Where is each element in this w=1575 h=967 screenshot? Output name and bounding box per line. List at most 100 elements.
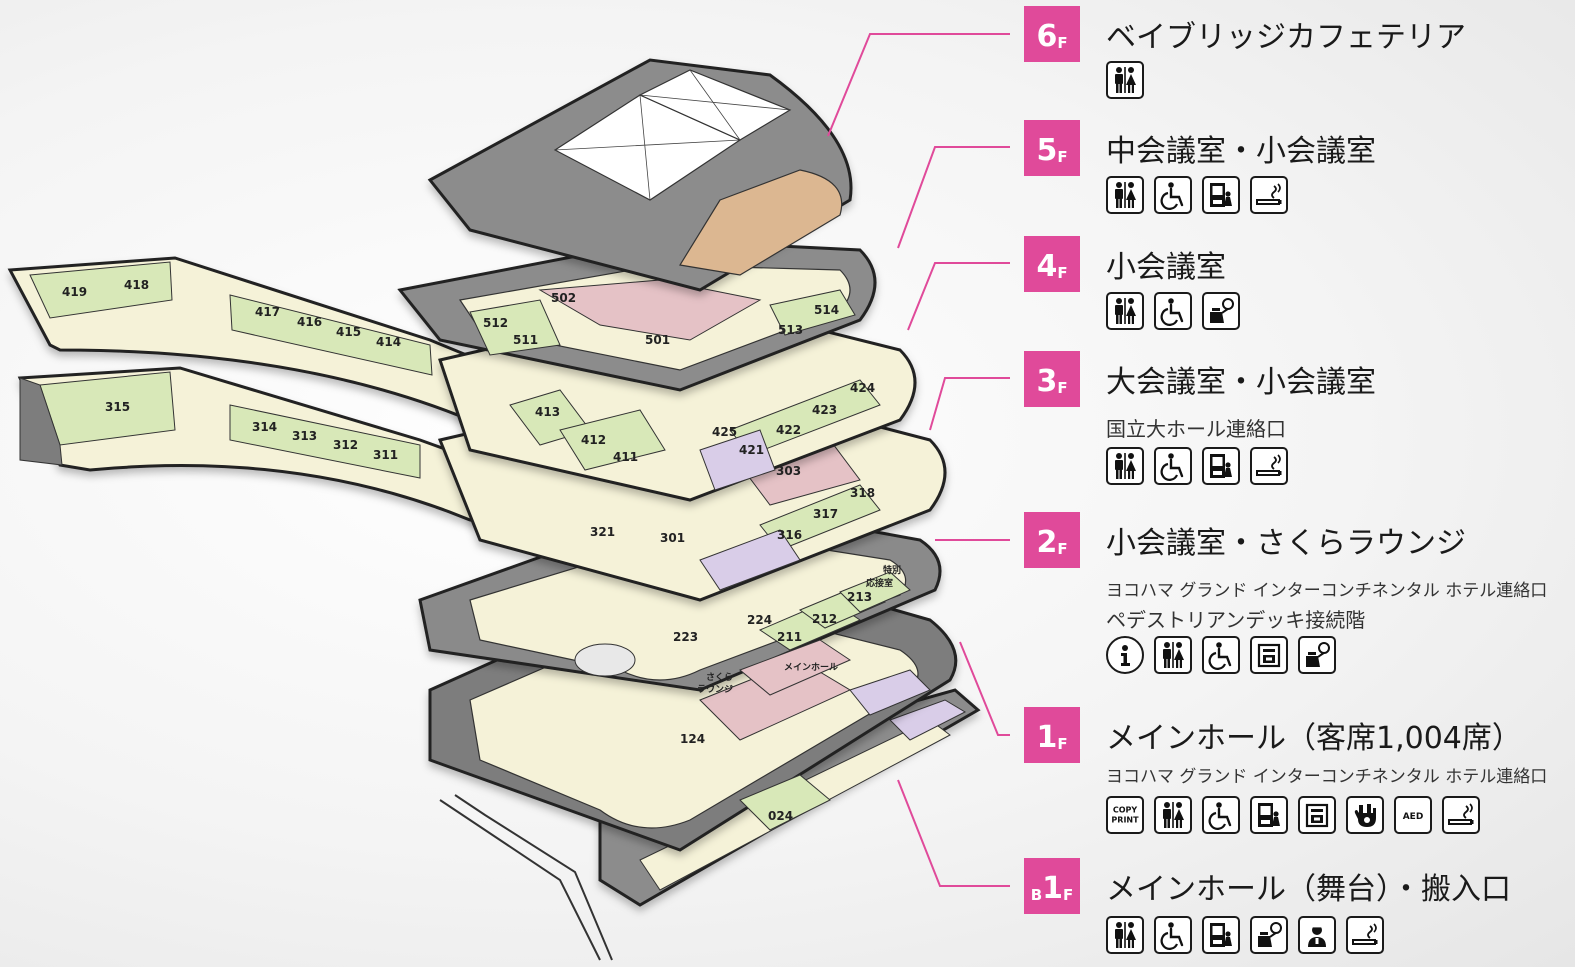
ostomate-icon [1202,292,1240,330]
floor-subtitle: ペデストリアンデッキ接続階 [1106,608,1366,632]
restroom-icon [1106,916,1144,954]
vending-machine-icon [1202,916,1240,954]
room-label: 411 [613,450,638,464]
restroom-icon [1106,447,1144,485]
floor-map: 419 418 417 416 415 414 315 314 313 312 … [7,33,1010,961]
room-label: 224 [747,613,772,627]
2f-room-213 [839,571,911,613]
room-labels: 419 418 417 416 415 414 315 314 313 312 … [62,278,901,823]
staff-room-icon [1298,916,1336,954]
3f-room-purple [699,529,801,591]
accessible-icon [1154,292,1192,330]
vending-machine-icon [1250,796,1288,834]
smoking-area-icon [1442,796,1480,834]
room-label: 514 [814,303,839,317]
accessible-icon-glyph [1160,298,1184,326]
leader-line-3f [929,377,1010,431]
ostomate-icon [1298,636,1336,674]
room-label: 313 [292,429,317,443]
accessible-icon-glyph [1160,182,1184,210]
vending-machine-icon [1202,447,1240,485]
floor-badge-num: 6 [1036,19,1058,54]
4f-rooms-411-412 [559,409,666,471]
6f-atrium-x1 [554,94,741,201]
room-label: ラウンジ [697,684,733,695]
facility-icons [1106,447,1288,485]
facility-icons [1106,292,1240,330]
coin-locker-icon-glyph [1257,643,1281,668]
5f-rooms-513-514 [769,289,856,336]
room-label: 212 [812,612,837,626]
room-label: 301 [660,531,685,545]
room-label: 416 [297,315,322,329]
smoking-area-icon [1346,916,1384,954]
vending-machine-icon-glyph [1210,454,1232,478]
floor-badge-num: 3 [1036,364,1058,399]
floor-title: 中会議室・小会議室 [1106,134,1376,169]
aed-icon-text: AED [1403,812,1424,822]
floor-badge-suf: F [1057,148,1068,166]
restroom-icon-glyph [1163,802,1184,828]
room-label: さくら [706,672,733,683]
coin-locker-icon-glyph [1305,803,1329,828]
4f-west-rooms [229,294,433,376]
restroom-icon-glyph [1115,298,1136,324]
floor-plate-6f [427,58,853,292]
6f-cafeteria [679,169,843,276]
accessible-icon-glyph [1208,802,1232,830]
floor-badge-suf: F [1063,886,1074,904]
nursing-room-icon [1346,796,1384,834]
leader-lines [827,33,1010,887]
room-label: 424 [850,381,875,395]
room-label: 318 [850,486,875,500]
accessible-icon-glyph [1208,642,1232,670]
leader-line-b1f [897,779,1010,887]
room-label: 511 [513,333,538,347]
restroom-icon [1154,636,1192,674]
aed-icon: AED [1394,796,1432,834]
floor-title: 小会議室 [1106,250,1226,285]
room-label: 415 [336,325,361,339]
room-label: 513 [778,323,803,337]
room-label: 317 [813,507,838,521]
3f-west-rooms [229,404,421,479]
room-label: 512 [483,316,508,330]
room-label: 412 [581,433,606,447]
floor-badge-suf: F [1057,379,1068,397]
restroom-icon [1106,176,1144,214]
restroom-icon [1106,61,1144,99]
room-label: 314 [252,420,277,434]
information-icon-glyph [1121,645,1130,666]
room-label: 316 [777,528,802,542]
floor-title: ベイブリッジカフェテリア [1106,20,1466,55]
room-label: 422 [776,423,801,437]
smoking-area-icon [1250,447,1288,485]
floor-title: 小会議室・さくらラウンジ [1106,526,1466,561]
staff-room-icon-glyph [1308,925,1326,947]
floor-badge-suf: F [1057,540,1068,558]
room-label: 024 [768,809,793,823]
vending-machine-icon-glyph [1210,183,1232,207]
floor-badge-suf: F [1057,735,1068,753]
ostomate-icon-glyph [1258,922,1282,947]
floor-badge-suf: F [1057,264,1068,282]
2f-main-hall [739,639,852,696]
room-label: 223 [673,630,698,644]
floor-badge-num: 1 [1036,720,1058,755]
restroom-icon-glyph [1115,182,1136,208]
floor-badge-pre: B [1030,886,1043,904]
5f-room-501-502 [538,279,762,341]
room-label: 417 [255,305,280,319]
floor-title: 大会議室・小会議室 [1106,365,1376,400]
facility-icons [1106,916,1384,954]
accessible-icon [1202,636,1240,674]
1f-room-purple [849,669,931,716]
